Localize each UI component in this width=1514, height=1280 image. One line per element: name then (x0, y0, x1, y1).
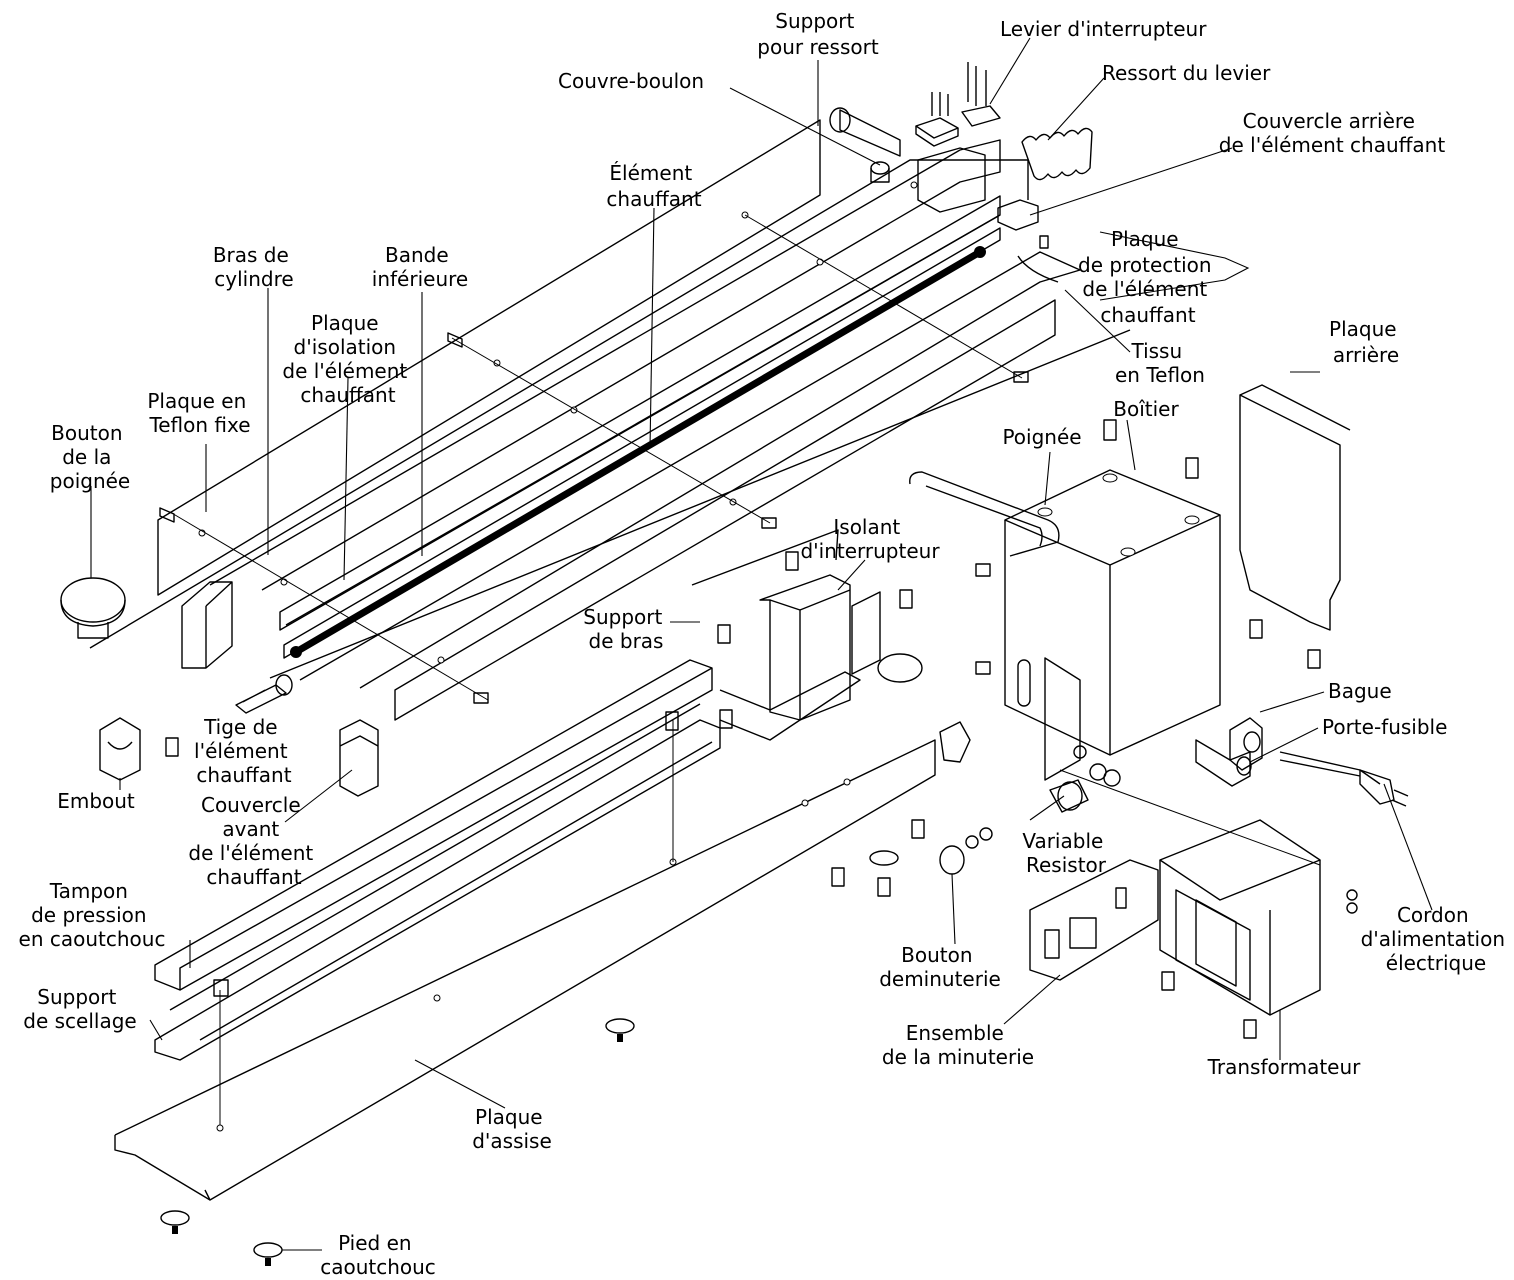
label-bouton-poignee: Bouton de la poignée (50, 421, 130, 493)
label-plaque-assise: Plaque d'assise (472, 1105, 552, 1153)
label-couvre-boulon: Couvre-boulon (558, 69, 704, 93)
label-plaque-teflon-fixe: Plaque en Teflon fixe (147, 389, 252, 437)
label-tige-element: Tige de l'élément chauffant (194, 715, 294, 787)
label-embout: Embout (57, 789, 135, 813)
label-plaque-isolation: Plaque d'isolation de l'élément chauffan… (282, 311, 413, 407)
upper-arm-assembly (89, 62, 1131, 721)
label-variable-resistor: Variable Resistor (1022, 829, 1109, 877)
label-porte-fusible: Porte-fusible (1322, 715, 1447, 739)
label-couvercle-avant: Couvercle avant de l'élément chauffant (188, 793, 319, 889)
label-bague: Bague (1328, 679, 1392, 703)
label-plaque-arriere: Plaque arrière (1329, 317, 1403, 367)
label-tissu-teflon: Tissu en Teflon (1115, 339, 1205, 387)
label-support-ressort: Support pour ressort (757, 9, 879, 59)
label-element-chauffant: Élément chauffant (606, 161, 701, 211)
label-tampon-pression: Tampon de pression en caoutchouc (19, 879, 166, 951)
right-parts (939, 384, 1409, 1039)
label-plaque-protection: Plaque de protection de l'élément chauff… (1078, 227, 1218, 327)
labels: Support pour ressort Levier d'interrupte… (19, 9, 1512, 1279)
heating-element-bar (292, 248, 984, 656)
rubber-feet (160, 819, 925, 1266)
label-bras-cylindre: Bras de cylindre (213, 243, 295, 291)
label-ressort-levier: Ressort du levier (1102, 61, 1271, 85)
label-transformateur: Transformateur (1207, 1055, 1362, 1079)
label-couvercle-arriere: Couvercle arrière de l'élément chauffant (1219, 109, 1446, 157)
label-cordon: Cordon d'alimentation électrique (1361, 903, 1512, 975)
label-bande-inferieure: Bande inférieure (372, 243, 468, 291)
label-bouton-minuterie: Bouton deminuterie (879, 943, 1001, 991)
label-boitier: Boîtier (1113, 397, 1179, 421)
left-parts (60, 577, 379, 797)
label-levier-interrupteur: Levier d'interrupteur (1000, 17, 1207, 41)
label-support-bras: Support de bras (583, 605, 668, 653)
label-pied-caoutchouc: Pied en caoutchouc (320, 1231, 436, 1279)
leader-lines (90, 37, 1433, 1251)
center-parts (114, 471, 1060, 1266)
label-support-scellage: Support de scellage (23, 985, 136, 1033)
label-poignee: Poignée (1002, 425, 1081, 449)
label-ensemble-minuterie: Ensemble de la minuterie (882, 1021, 1034, 1069)
label-isolant-interrupteur: Isolant d'interrupteur (800, 515, 940, 563)
